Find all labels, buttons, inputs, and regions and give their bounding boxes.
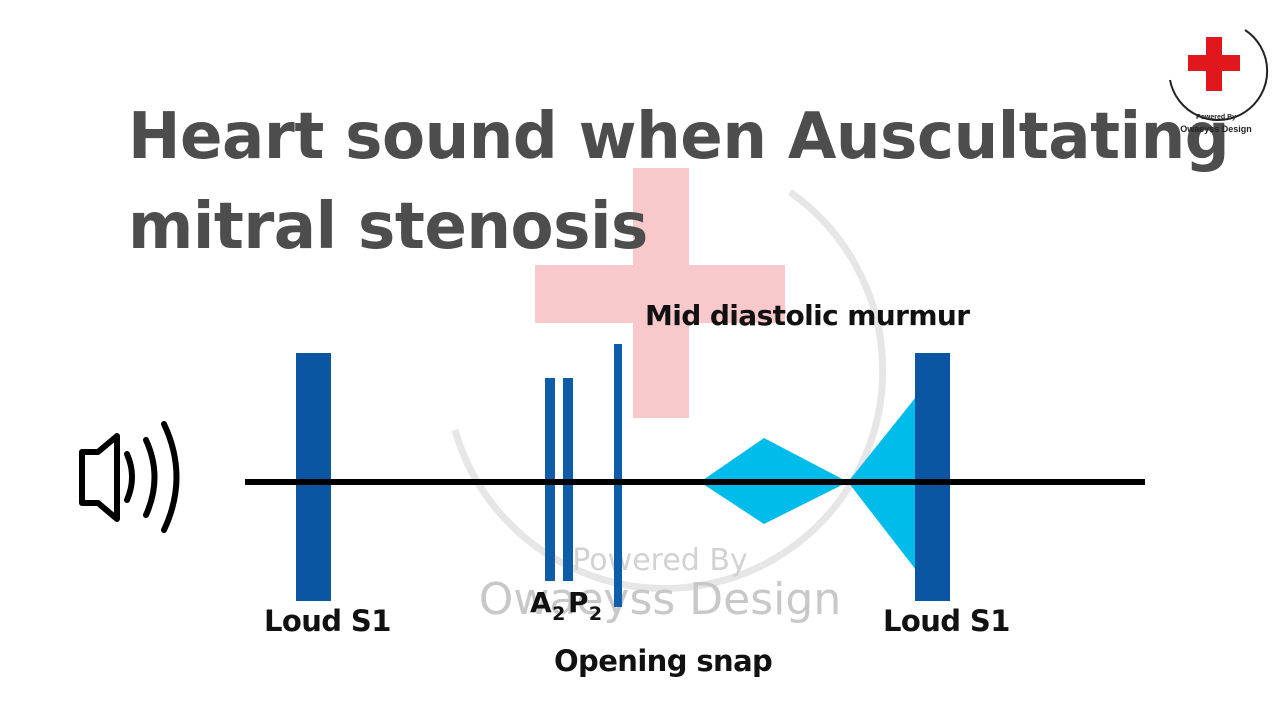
s1-bar-left <box>296 353 331 601</box>
title-line2: mitral stenosis <box>128 190 648 264</box>
s1-bar-right <box>915 353 950 601</box>
watermark-line1: Powered By <box>572 543 747 578</box>
watermark-cross-horizontal <box>535 265 785 323</box>
p2-label: P2 <box>568 586 602 625</box>
logo-text-line1: Powered By <box>1195 114 1237 121</box>
red-cross-logo <box>1169 29 1269 121</box>
s1-left-label: Loud S1 <box>264 604 391 638</box>
opening-snap-label: Opening snap <box>554 644 773 678</box>
page-title: Heart sound when Auscultating mitral ste… <box>128 92 1230 272</box>
logo-arc <box>1169 29 1269 121</box>
a2-letter: A <box>530 586 552 619</box>
a2-subscript: 2 <box>552 603 565 625</box>
watermark-line2: Owaeyss Design <box>479 574 841 625</box>
watermark-logo: Powered By Owaeyss Design <box>451 168 887 625</box>
opening-snap-bar <box>614 344 622 607</box>
logo-cross-horizontal <box>1188 55 1240 71</box>
murmur-label: Mid diastolic murmur <box>645 299 970 332</box>
watermark-arc <box>451 189 887 592</box>
title-line1: Heart sound when Auscultating <box>128 100 1230 174</box>
speaker-icon[interactable] <box>79 421 180 533</box>
p2-letter: P <box>568 586 589 619</box>
p2-subscript: 2 <box>588 603 602 625</box>
a2-label: A2 <box>530 586 565 625</box>
s1-right-label: Loud S1 <box>883 604 1010 638</box>
logo-text-line2: Owaeyss Design <box>1180 124 1252 134</box>
